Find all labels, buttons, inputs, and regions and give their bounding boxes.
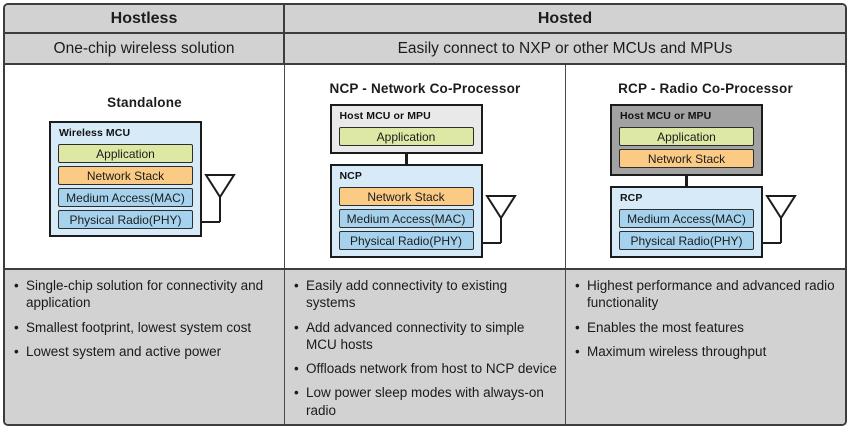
layer-phy: Physical Radio(PHY) (58, 210, 193, 229)
bullet-item: Offloads network from host to NCP device (291, 360, 557, 378)
chip-label-host-mcu: Host MCU or MPU (620, 110, 712, 122)
layer-mac: Medium Access(MAC) (619, 209, 754, 228)
bullet-row: Single-chip solution for connectivity an… (5, 270, 845, 424)
bullet-item: Maximum wireless throughput (572, 343, 837, 361)
layer-mac: Medium Access(MAC) (58, 188, 193, 207)
bullets-ncp: Easily add connectivity to existing syst… (285, 270, 566, 424)
bullet-item: Lowest system and active power (11, 343, 276, 361)
layer-mac: Medium Access(MAC) (338, 209, 474, 228)
bullet-item: Easily add connectivity to existing syst… (291, 277, 557, 312)
header-row-titles: Hostless Hosted (5, 5, 845, 34)
diagram-title-standalone: Standalone (107, 95, 182, 110)
diagram-standalone: Standalone Wireless MCU Application Netw… (5, 65, 285, 268)
layer-network-stack: Network Stack (338, 187, 474, 206)
layer-phy: Physical Radio(PHY) (338, 231, 474, 250)
host-link-line (404, 154, 408, 164)
bullets-standalone: Single-chip solution for connectivity an… (5, 270, 285, 424)
bullet-item: Enables the most features (572, 319, 837, 337)
chip-host-mcu: Host MCU or MPU Application Network Stac… (610, 104, 763, 176)
antenna-icon (480, 195, 517, 244)
bullet-item: Highest performance and advanced radio f… (572, 277, 837, 312)
chip-stack-rcp: Host MCU or MPU Application Network Stac… (610, 104, 763, 258)
layer-network-stack: Network Stack (58, 166, 193, 185)
diagram-rcp: RCP - Radio Co-Processor Host MCU or MPU… (566, 65, 845, 268)
diagram-title-rcp: RCP - Radio Co-Processor (618, 81, 793, 96)
layer-network-stack: Network Stack (619, 149, 754, 168)
layer-application: Application (619, 127, 754, 146)
header-hosted: Hosted (537, 9, 593, 27)
chip-stack-ncp: Host MCU or MPU Application NCP Network … (329, 104, 483, 258)
layer-phy: Physical Radio(PHY) (619, 231, 754, 250)
bullet-list: Single-chip solution for connectivity an… (11, 277, 276, 360)
chip-label-host-mcu: Host MCU or MPU (339, 110, 431, 122)
chip-label-rcp: RCP (620, 192, 643, 204)
bullet-item: Single-chip solution for connectivity an… (11, 277, 276, 312)
bullet-list: Highest performance and advanced radio f… (572, 277, 837, 360)
chip-label-wireless-mcu: Wireless MCU (59, 127, 131, 139)
header-hostless: Hostless (5, 5, 285, 32)
host-link-line (685, 176, 688, 186)
diagram-row: Standalone Wireless MCU Application Netw… (5, 65, 845, 270)
chip-rcp: RCP Medium Access(MAC) Physical Radio(PH… (610, 186, 763, 258)
bullet-item: Add advanced connectivity to simple MCU … (291, 319, 557, 354)
diagram-ncp: NCP - Network Co-Processor Host MCU or M… (285, 65, 566, 268)
chip-wrap-ncp: Host MCU or MPU Application NCP Network … (329, 104, 521, 258)
diagram-title-ncp: NCP - Network Co-Processor (329, 81, 521, 96)
chip-ncp: NCP Network Stack Medium Access(MAC) Phy… (329, 164, 483, 258)
chip-wireless-mcu: Wireless MCU Application Network Stack M… (49, 121, 202, 237)
antenna-icon (200, 174, 236, 223)
bullet-item: Smallest footprint, lowest system cost (11, 319, 276, 337)
layer-application: Application (338, 127, 474, 146)
comparison-table: Hostless Hosted One-chip wireless soluti… (3, 3, 847, 426)
chip-stack-standalone: Wireless MCU Application Network Stack M… (49, 121, 202, 237)
subtitle-hostless: One-chip wireless solution (5, 34, 285, 63)
bullet-list: Easily add connectivity to existing syst… (291, 277, 557, 419)
chip-wrap-standalone: Wireless MCU Application Network Stack M… (49, 121, 240, 237)
chip-wrap-rcp: Host MCU or MPU Application Network Stac… (610, 104, 801, 258)
bullets-rcp: Highest performance and advanced radio f… (566, 270, 845, 424)
subtitle-hosted: Easily connect to NXP or other MCUs and … (397, 39, 733, 57)
chip-label-ncp: NCP (339, 170, 362, 182)
bullet-item: Low power sleep modes with always-on rad… (291, 384, 557, 419)
layer-application: Application (58, 144, 193, 163)
header-row-subtitles: One-chip wireless solution Easily connec… (5, 34, 845, 65)
antenna-icon (761, 195, 797, 244)
chip-host-mcu: Host MCU or MPU Application (329, 104, 483, 154)
